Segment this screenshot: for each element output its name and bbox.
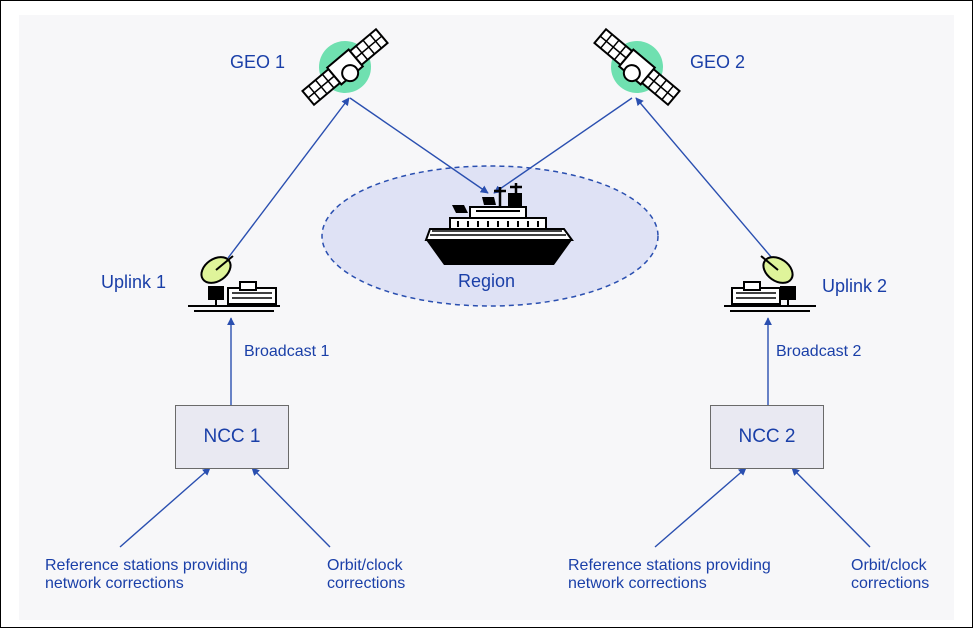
orbit-clock-line1: Orbit/clock — [851, 557, 927, 574]
reference-stations-label-left: Reference stations providing network cor… — [45, 557, 248, 594]
ncc1-box: NCC 1 — [175, 405, 289, 469]
ncc1-label: NCC 1 — [203, 426, 261, 447]
satellite-dish-icon — [724, 255, 816, 312]
orbit-clock-line2: corrections — [327, 575, 406, 593]
reference-stations-line2: network corrections — [45, 575, 184, 593]
reference-stations-line1: Reference stations providing — [568, 557, 771, 574]
satellite-icon — [593, 27, 681, 107]
orbit-clock-label-right: Orbit/clock corrections — [851, 557, 929, 594]
geo1-label: GEO 1 — [230, 52, 286, 72]
region-label: Region — [458, 271, 516, 291]
orbit-clock-label-left: Orbit/clock corrections — [327, 557, 405, 594]
arrow-orbitclock2-to-ncc2 — [791, 467, 871, 548]
arrow-refstations2-to-ncc2 — [654, 467, 747, 548]
orbit-clock-line2: corrections — [851, 575, 930, 593]
arrow-geo2-to-region — [493, 97, 633, 194]
geo2-label: GEO 2 — [690, 52, 746, 72]
orbit-clock-line1: Orbit/clock — [327, 557, 403, 574]
connection-arrows — [119, 97, 871, 548]
broadcast2-label: Broadcast 2 — [776, 343, 862, 360]
satellite-dish-icon — [188, 255, 280, 312]
arrow-orbitclock1-to-ncc1 — [251, 467, 331, 548]
arrow-refstations1-to-ncc1 — [119, 467, 211, 548]
uplink2-label: Uplink 2 — [822, 276, 888, 296]
ncc2-label: NCC 2 — [738, 426, 796, 447]
diagram-background — [19, 15, 954, 620]
reference-stations-line1: Reference stations providing — [45, 557, 248, 574]
ncc2-box: NCC 2 — [710, 405, 824, 469]
arrow-geo1-to-region — [349, 97, 489, 194]
arrow-uplink1-to-geo1 — [227, 97, 350, 259]
broadcast1-label: Broadcast 1 — [244, 343, 330, 360]
satellite-icon — [301, 27, 389, 107]
uplink1-label: Uplink 1 — [101, 272, 167, 292]
reference-stations-label-right: Reference stations providing network cor… — [568, 557, 771, 594]
arrow-uplink2-to-geo2 — [635, 97, 773, 259]
reference-stations-line2: network corrections — [568, 575, 707, 593]
ship-icon — [424, 183, 574, 265]
